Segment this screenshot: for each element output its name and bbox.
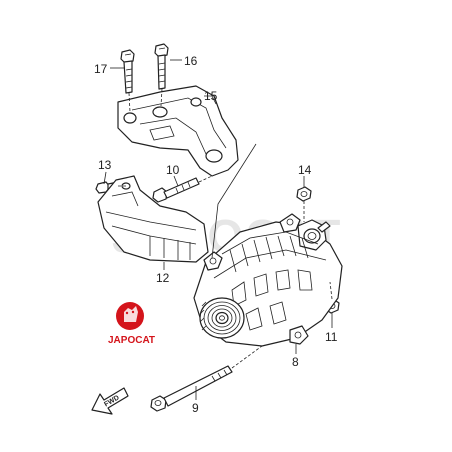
- arrow-icon: [91, 387, 129, 415]
- bolt-10[interactable]: [152, 177, 200, 203]
- callout-10[interactable]: 10: [166, 163, 180, 177]
- assembly-lines: [118, 88, 333, 369]
- logo-text: JAPOCAT: [108, 335, 155, 346]
- callout-11[interactable]: 11: [325, 330, 338, 344]
- callout-9[interactable]: 9: [192, 401, 199, 415]
- bolt-9[interactable]: [150, 365, 233, 412]
- bolt-16[interactable]: [154, 43, 169, 90]
- bolt-17[interactable]: [120, 49, 135, 94]
- fwd-label: FWD: [103, 394, 120, 408]
- japocat-logo: JAPOCAT: [108, 302, 155, 346]
- leader-lines: [103, 59, 333, 400]
- callouts: 17 16 15 13 10 14 12 11 8 9: [94, 54, 338, 415]
- callout-12[interactable]: 12: [156, 271, 170, 285]
- callout-14[interactable]: 14: [298, 163, 312, 177]
- bracket-15[interactable]: [117, 85, 239, 177]
- plate-12[interactable]: [97, 175, 209, 263]
- reference-line: [211, 143, 257, 259]
- alternator-8[interactable]: [193, 213, 343, 347]
- callout-16[interactable]: 16: [184, 54, 198, 68]
- callout-8[interactable]: 8: [292, 355, 299, 369]
- nut-14[interactable]: [296, 186, 312, 202]
- callout-15[interactable]: 15: [204, 89, 218, 103]
- callout-17[interactable]: 17: [94, 62, 108, 76]
- fwd-arrow: FWD: [91, 387, 129, 415]
- callout-13[interactable]: 13: [98, 158, 112, 172]
